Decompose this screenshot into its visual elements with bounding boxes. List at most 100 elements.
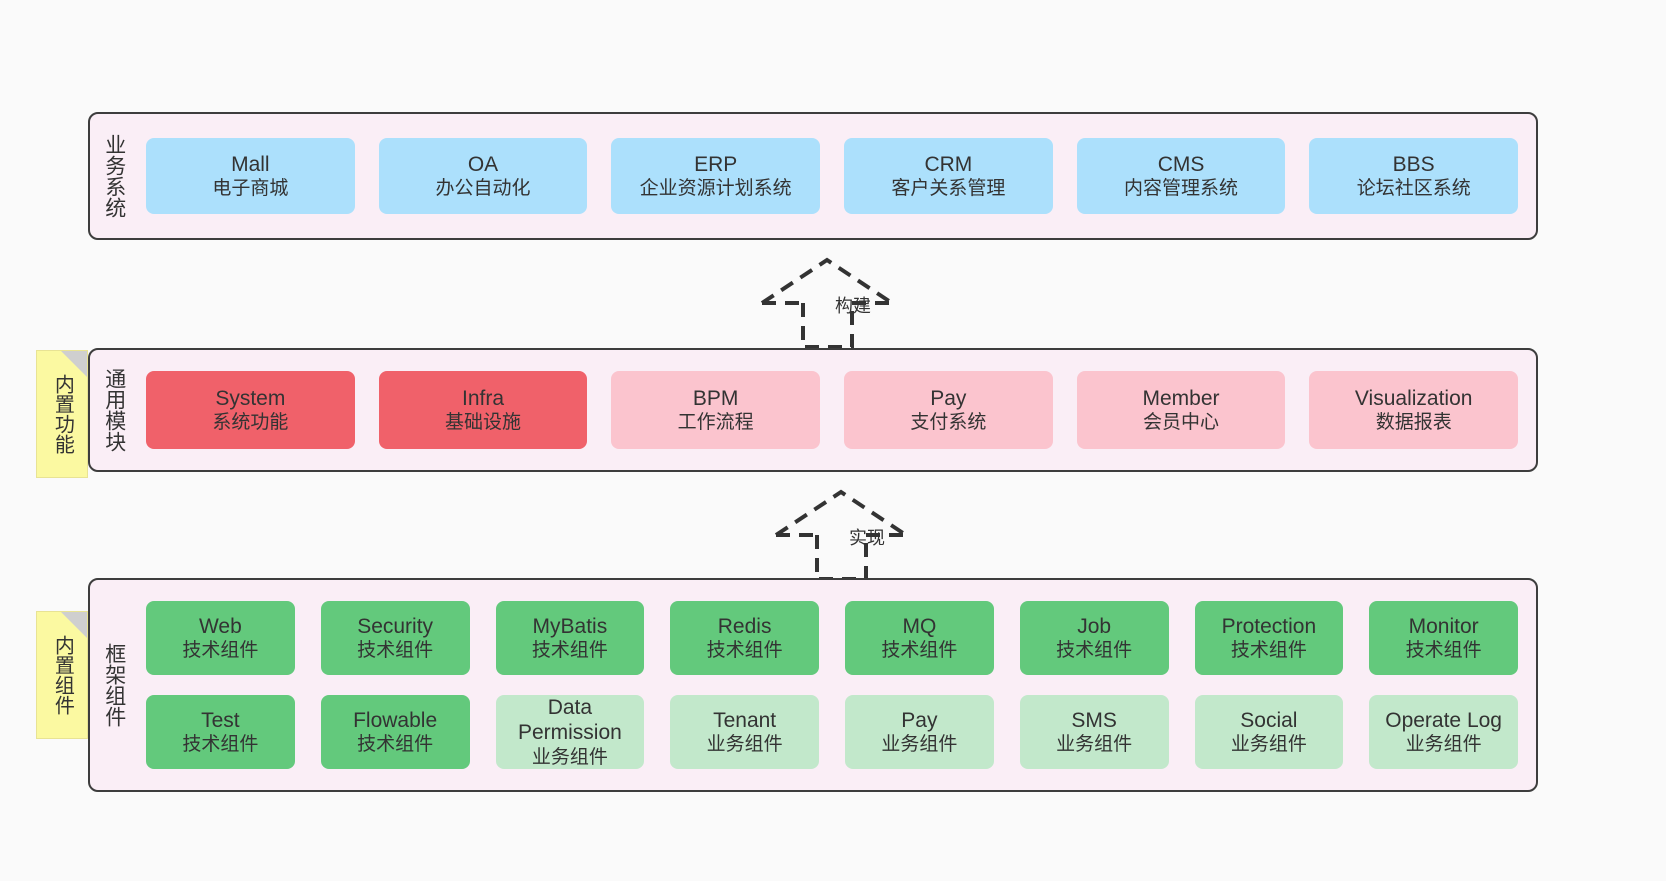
card-protection-en: Protection bbox=[1221, 614, 1317, 638]
card-visualization[interactable]: Visualization 数据报表 bbox=[1309, 371, 1519, 449]
connector-build-arrow bbox=[760, 257, 894, 349]
card-protection-cn: 技术组件 bbox=[1230, 640, 1307, 662]
note-builtin-feature: 内置功能 bbox=[36, 350, 88, 478]
card-erp-cn: 企业资源计划系统 bbox=[639, 178, 792, 200]
card-test-cn: 技术组件 bbox=[182, 734, 259, 756]
card-mybatis-cn: 技术组件 bbox=[531, 640, 608, 662]
card-sms-cn: 业务组件 bbox=[1056, 734, 1133, 756]
card-member-en: Member bbox=[1142, 386, 1220, 410]
card-job-en: Job bbox=[1077, 614, 1112, 638]
card-cms-en: CMS bbox=[1157, 152, 1205, 176]
card-redis-en: Redis bbox=[717, 614, 772, 638]
card-security-en: Security bbox=[357, 614, 434, 638]
framework-row-1: Web 技术组件 Security 技术组件 MyBatis 技术组件 Redi… bbox=[146, 601, 1518, 675]
card-sms-en: SMS bbox=[1071, 708, 1117, 732]
note-fold-corner-icon bbox=[61, 351, 87, 377]
card-mall-en: Mall bbox=[231, 152, 270, 176]
card-pay-module-cn: 支付系统 bbox=[910, 412, 987, 434]
card-tenant[interactable]: Tenant 业务组件 bbox=[670, 695, 819, 769]
layer-common-module: 通用模块 System 系统功能 Infra 基础设施 BPM 工作流程 Pay… bbox=[88, 348, 1538, 472]
card-mq[interactable]: MQ 技术组件 bbox=[845, 601, 994, 675]
card-protection[interactable]: Protection 技术组件 bbox=[1194, 601, 1344, 675]
card-oa[interactable]: OA 办公自动化 bbox=[378, 138, 588, 214]
card-bpm-en: BPM bbox=[692, 386, 739, 410]
card-crm-cn: 客户关系管理 bbox=[891, 178, 1006, 200]
layer-business-system-title: 业务系统 bbox=[102, 134, 126, 218]
layer-business-system: 业务系统 Mall 电子商城 OA 办公自动化 ERP 企业资源计划系统 CRM… bbox=[88, 112, 1538, 240]
card-operate-log-en: Operate Log bbox=[1385, 708, 1502, 732]
card-pay-component-en: Pay bbox=[901, 708, 938, 732]
card-test[interactable]: Test 技术组件 bbox=[146, 695, 295, 769]
card-erp-en: ERP bbox=[694, 152, 738, 176]
connector-implement-label: 实现 bbox=[849, 528, 885, 548]
card-pay-component[interactable]: Pay 业务组件 bbox=[845, 695, 994, 769]
card-data-permission-en: Data Permission bbox=[517, 695, 622, 745]
card-system[interactable]: System 系统功能 bbox=[146, 371, 355, 449]
card-job[interactable]: Job 技术组件 bbox=[1019, 601, 1169, 675]
framework-row-2: Test 技术组件 Flowable 技术组件 Data Permission … bbox=[146, 695, 1518, 769]
card-system-cn: 系统功能 bbox=[212, 412, 289, 434]
card-security[interactable]: Security 技术组件 bbox=[320, 601, 470, 675]
card-mq-cn: 技术组件 bbox=[881, 640, 958, 662]
business-system-card-row: Mall 电子商城 OA 办公自动化 ERP 企业资源计划系统 CRM 客户关系… bbox=[146, 138, 1519, 214]
card-bbs-cn: 论坛社区系统 bbox=[1356, 178, 1471, 200]
card-infra[interactable]: Infra 基础设施 bbox=[378, 371, 588, 449]
card-tenant-cn: 业务组件 bbox=[706, 734, 783, 756]
card-social[interactable]: Social 业务组件 bbox=[1194, 695, 1344, 769]
card-web[interactable]: Web 技术组件 bbox=[146, 601, 295, 675]
card-redis[interactable]: Redis 技术组件 bbox=[670, 601, 819, 675]
layer-business-system-body: Mall 电子商城 OA 办公自动化 ERP 企业资源计划系统 CRM 客户关系… bbox=[138, 114, 1536, 238]
card-mq-en: MQ bbox=[902, 614, 937, 638]
connector-implement: 实现 bbox=[771, 487, 951, 587]
card-data-permission[interactable]: Data Permission 业务组件 bbox=[495, 695, 645, 769]
card-visualization-en: Visualization bbox=[1354, 386, 1473, 410]
card-operate-log[interactable]: Operate Log 业务组件 bbox=[1369, 695, 1518, 769]
card-pay-module-en: Pay bbox=[930, 386, 967, 410]
card-erp[interactable]: ERP 企业资源计划系统 bbox=[611, 138, 821, 214]
card-flowable[interactable]: Flowable 技术组件 bbox=[320, 695, 470, 769]
connector-implement-arrow bbox=[774, 489, 908, 581]
card-pay-module[interactable]: Pay 支付系统 bbox=[844, 371, 1053, 449]
card-mall[interactable]: Mall 电子商城 bbox=[146, 138, 355, 214]
card-mybatis[interactable]: MyBatis 技术组件 bbox=[495, 601, 645, 675]
card-flowable-cn: 技术组件 bbox=[357, 734, 434, 756]
card-infra-en: Infra bbox=[461, 386, 505, 410]
card-oa-en: OA bbox=[467, 152, 499, 176]
card-member-cn: 会员中心 bbox=[1143, 412, 1220, 434]
card-visualization-cn: 数据报表 bbox=[1375, 412, 1452, 434]
card-security-cn: 技术组件 bbox=[357, 640, 434, 662]
card-infra-cn: 基础设施 bbox=[445, 412, 522, 434]
card-monitor[interactable]: Monitor 技术组件 bbox=[1369, 601, 1518, 675]
card-monitor-en: Monitor bbox=[1408, 614, 1479, 638]
card-crm[interactable]: CRM 客户关系管理 bbox=[844, 138, 1053, 214]
card-monitor-cn: 技术组件 bbox=[1405, 640, 1482, 662]
common-module-card-row: System 系统功能 Infra 基础设施 BPM 工作流程 Pay 支付系统… bbox=[146, 371, 1519, 449]
card-mall-cn: 电子商城 bbox=[212, 178, 289, 200]
card-member[interactable]: Member 会员中心 bbox=[1076, 371, 1286, 449]
card-mybatis-en: MyBatis bbox=[532, 614, 608, 638]
card-sms[interactable]: SMS 业务组件 bbox=[1019, 695, 1169, 769]
card-oa-cn: 办公自动化 bbox=[435, 178, 531, 200]
card-web-cn: 技术组件 bbox=[182, 640, 259, 662]
card-flowable-en: Flowable bbox=[353, 708, 438, 732]
card-web-en: Web bbox=[198, 614, 242, 638]
card-bbs[interactable]: BBS 论坛社区系统 bbox=[1309, 138, 1519, 214]
note-builtin-component-label: 内置组件 bbox=[51, 635, 74, 715]
connector-build-label: 构建 bbox=[835, 296, 871, 316]
card-bpm[interactable]: BPM 工作流程 bbox=[611, 371, 821, 449]
card-social-en: Social bbox=[1240, 708, 1298, 732]
card-tenant-en: Tenant bbox=[713, 708, 777, 732]
card-social-cn: 业务组件 bbox=[1230, 734, 1307, 756]
card-system-en: System bbox=[215, 386, 286, 410]
layer-framework-component-body: Web 技术组件 Security 技术组件 MyBatis 技术组件 Redi… bbox=[138, 580, 1536, 790]
layer-common-module-title: 通用模块 bbox=[102, 368, 126, 452]
note-fold-corner-icon bbox=[61, 612, 87, 638]
note-builtin-feature-label: 内置功能 bbox=[51, 374, 74, 454]
layer-framework-component: 框架组件 Web 技术组件 Security 技术组件 MyBatis 技术组件… bbox=[88, 578, 1538, 792]
card-test-en: Test bbox=[201, 708, 240, 732]
card-job-cn: 技术组件 bbox=[1056, 640, 1133, 662]
card-cms[interactable]: CMS 内容管理系统 bbox=[1076, 138, 1286, 214]
card-pay-component-cn: 业务组件 bbox=[881, 734, 958, 756]
layer-framework-component-title: 框架组件 bbox=[102, 643, 126, 727]
